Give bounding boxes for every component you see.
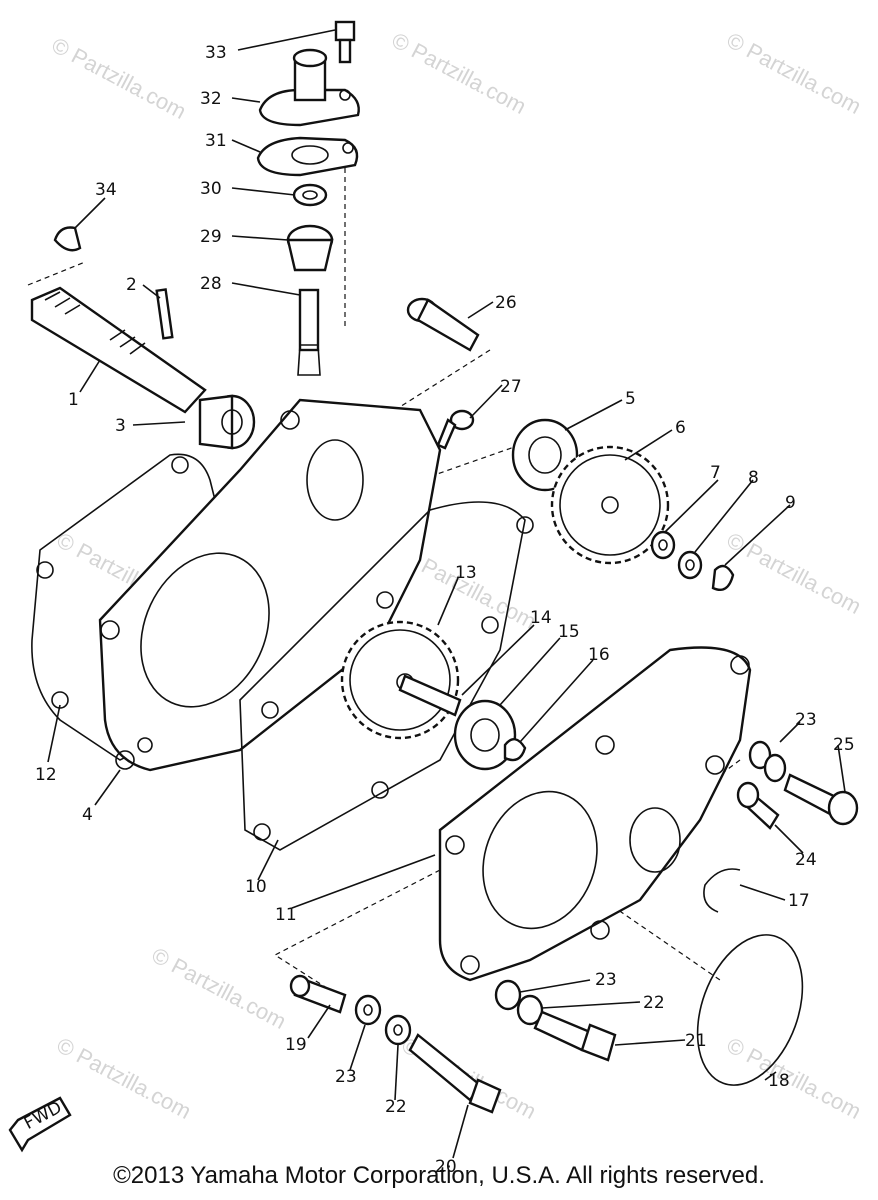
callout-25: 25 xyxy=(833,735,855,755)
pin-2 xyxy=(155,288,174,340)
circlip-16 xyxy=(503,738,527,762)
cover-11-small-bore xyxy=(629,807,681,873)
watermark: © Partzilla.com xyxy=(53,1032,196,1124)
callout-19: 19 xyxy=(285,1035,307,1055)
gear-case-4 xyxy=(98,398,442,772)
callout-18: 18 xyxy=(768,1071,790,1091)
bolt-25 xyxy=(783,773,859,826)
watermark: © Partzilla.com xyxy=(148,942,291,1034)
callout-11: 11 xyxy=(275,905,297,925)
bolt-26 xyxy=(406,297,480,352)
callout-34: 34 xyxy=(95,180,117,200)
dowel-19 xyxy=(289,974,347,1014)
callout-5: 5 xyxy=(625,389,636,409)
o-ring-18 xyxy=(696,934,804,1086)
callout-13: 13 xyxy=(455,563,477,583)
callout-24: 24 xyxy=(795,850,817,870)
outer-cover-11 xyxy=(438,646,752,982)
callout-14: 14 xyxy=(530,608,552,628)
callout-17: 17 xyxy=(788,891,810,911)
callout-15: 15 xyxy=(558,622,580,642)
circlip-9 xyxy=(711,564,735,592)
case-4-bearing-bore xyxy=(306,439,364,521)
callout-9: 9 xyxy=(785,493,796,513)
callout-30: 30 xyxy=(200,179,222,199)
callout-23-center: 23 xyxy=(595,970,617,990)
leader-lines xyxy=(47,29,846,1159)
washer-22-bottom xyxy=(384,1014,412,1046)
callout-labels: 33 32 31 30 29 28 34 2 1 3 26 27 5 6 7 8… xyxy=(35,43,855,1177)
callout-1: 1 xyxy=(68,390,79,410)
washer-7 xyxy=(650,530,676,560)
gasket-12 xyxy=(31,453,251,761)
washer-23-right xyxy=(748,740,787,783)
callout-12: 12 xyxy=(35,765,57,785)
gasket-31 xyxy=(256,136,359,177)
watermark: © Partzilla.com xyxy=(48,32,191,124)
callout-23-right: 23 xyxy=(795,710,817,730)
housing-32 xyxy=(258,48,360,127)
callout-7: 7 xyxy=(710,463,721,483)
callout-27: 27 xyxy=(500,377,522,397)
watermark: © Partzilla.com xyxy=(723,527,866,619)
callout-32: 32 xyxy=(200,89,222,109)
callout-3: 3 xyxy=(115,416,126,436)
circlip-17 xyxy=(703,868,741,913)
watermark: © Partzilla.com xyxy=(388,27,531,119)
clip-34 xyxy=(53,226,82,252)
callout-26: 26 xyxy=(495,293,517,313)
callout-4: 4 xyxy=(82,805,93,825)
callout-33: 33 xyxy=(205,43,227,63)
callout-21: 21 xyxy=(685,1031,707,1051)
gasket-10 xyxy=(239,501,526,851)
watermark: © Partzilla.com xyxy=(723,27,866,119)
washers-23-22-center xyxy=(494,979,544,1026)
callout-23-bottom: 23 xyxy=(335,1067,357,1087)
callout-20: 20 xyxy=(435,1157,457,1177)
bolt-20 xyxy=(408,1033,502,1114)
case-4-opening xyxy=(140,552,270,708)
washer-8 xyxy=(677,550,703,580)
sleeve-29 xyxy=(286,224,334,272)
watermark: © Partzilla.com xyxy=(723,1032,866,1124)
copyright-notice: ©2013 Yamaha Motor Corporation, U.S.A. A… xyxy=(113,1162,765,1189)
callout-2: 2 xyxy=(126,275,137,295)
callout-10: 10 xyxy=(245,877,267,897)
bolt-21 xyxy=(533,1010,617,1062)
pinion-28 xyxy=(297,288,321,376)
gear-13 xyxy=(340,620,462,740)
bushing-3 xyxy=(198,394,256,450)
bolt-27 xyxy=(436,409,475,450)
gasket-10-holes xyxy=(253,516,534,841)
callout-31: 31 xyxy=(205,131,227,151)
seal-30 xyxy=(292,183,328,207)
cover-11-holes xyxy=(445,655,750,975)
drive-shaft-1 xyxy=(30,286,207,414)
cover-11-bore xyxy=(482,790,598,930)
callout-8: 8 xyxy=(748,468,759,488)
bolt-24 xyxy=(736,781,780,830)
washer-23-bottom xyxy=(354,994,382,1026)
callout-28: 28 xyxy=(200,274,222,294)
fwd-arrow-icon: FWD xyxy=(8,1096,72,1153)
callout-16: 16 xyxy=(588,645,610,665)
screw-33 xyxy=(334,20,356,64)
callout-6: 6 xyxy=(675,418,686,438)
case-4-holes xyxy=(100,410,300,770)
callout-22-bottom: 22 xyxy=(385,1097,407,1117)
bearing-15 xyxy=(453,699,517,771)
gear-6 xyxy=(550,445,670,565)
callout-22-center: 22 xyxy=(643,993,665,1013)
callout-29: 29 xyxy=(200,227,222,247)
